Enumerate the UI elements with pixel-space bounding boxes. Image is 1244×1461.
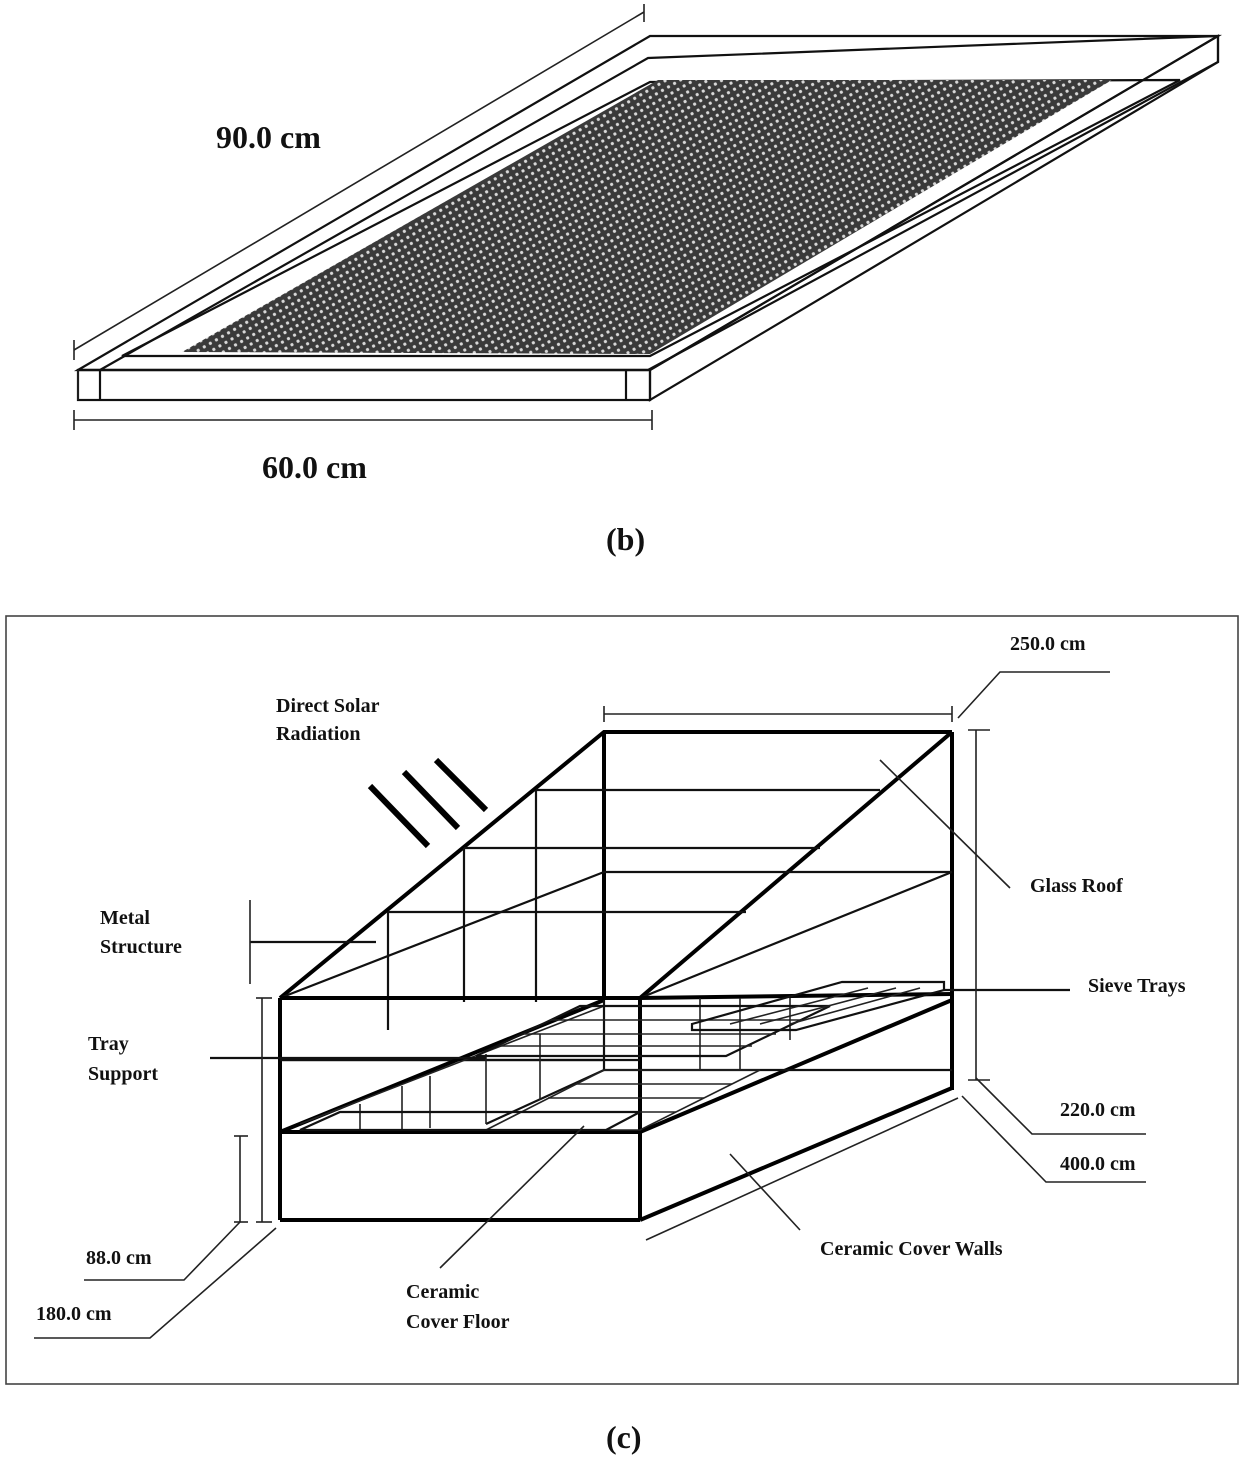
dim-label-60cm: 60.0 cm <box>262 449 367 485</box>
dim-400-leader <box>961 1095 1146 1183</box>
sieve-tray-drawing <box>73 4 1223 430</box>
leader-glass-roof <box>879 759 1011 889</box>
roof-glazing-line <box>639 870 953 1000</box>
tray-slat <box>759 987 897 1025</box>
floor-diag <box>485 1068 605 1126</box>
label-glass-roof: Glass Roof <box>1030 875 1123 897</box>
tray-side-face <box>648 34 1220 402</box>
dim-88-leader <box>84 1221 241 1281</box>
caption-c: (c) <box>606 1419 642 1455</box>
tray-frame-inner <box>121 78 1181 358</box>
dim-label-400: 400.0 cm <box>1060 1153 1136 1175</box>
dim-label-88: 88.0 cm <box>86 1247 152 1269</box>
label-tray-2: Support <box>88 1063 158 1085</box>
label-ceramic-floor-2: Cover Floor <box>406 1311 510 1333</box>
dim-250-leader <box>957 671 1110 719</box>
ceramic-side-top <box>639 998 953 1134</box>
label-direct-solar-2: Radiation <box>276 723 360 745</box>
roof-glazing-line <box>279 870 605 1000</box>
label-ceramic-walls: Ceramic Cover Walls <box>820 1238 1003 1260</box>
leader-ceramic-floor <box>439 1125 585 1269</box>
sieve-tray-bottom <box>299 1110 641 1132</box>
tray-front-face <box>76 368 652 402</box>
leader-ceramic-walls <box>729 1153 801 1231</box>
roof-right-slope <box>638 730 954 1000</box>
tray-slat <box>729 987 869 1025</box>
dim-220-leader <box>975 1077 1146 1135</box>
caption-b: (b) <box>606 521 645 557</box>
solar-dryer-drawing <box>34 671 1146 1339</box>
label-ceramic-floor-1: Ceramic <box>406 1281 479 1303</box>
label-metal-1: Metal <box>100 907 150 929</box>
dim-label-180: 180.0 cm <box>36 1303 112 1325</box>
solar-radiation-arrows <box>367 757 489 849</box>
figure-c-frame <box>5 615 1239 1385</box>
dim-line-length <box>73 11 645 351</box>
dim-400 <box>645 1097 959 1241</box>
label-direct-solar-1: Direct Solar <box>276 695 380 717</box>
dim-label-220: 220.0 cm <box>1060 1099 1136 1121</box>
tray-mesh <box>182 80 1112 354</box>
tray-slat <box>789 987 921 1025</box>
ceramic-side-bottom <box>639 1086 953 1222</box>
label-tray-1: Tray <box>88 1033 129 1055</box>
dim-label-250: 250.0 cm <box>1010 633 1086 655</box>
dim-label-90cm: 90.0 cm <box>216 119 321 155</box>
label-sieve-trays: Sieve Trays <box>1088 975 1186 997</box>
interior-rail <box>299 1005 605 1125</box>
dim-180-leader <box>34 1227 277 1339</box>
label-metal-2: Structure <box>100 936 182 958</box>
